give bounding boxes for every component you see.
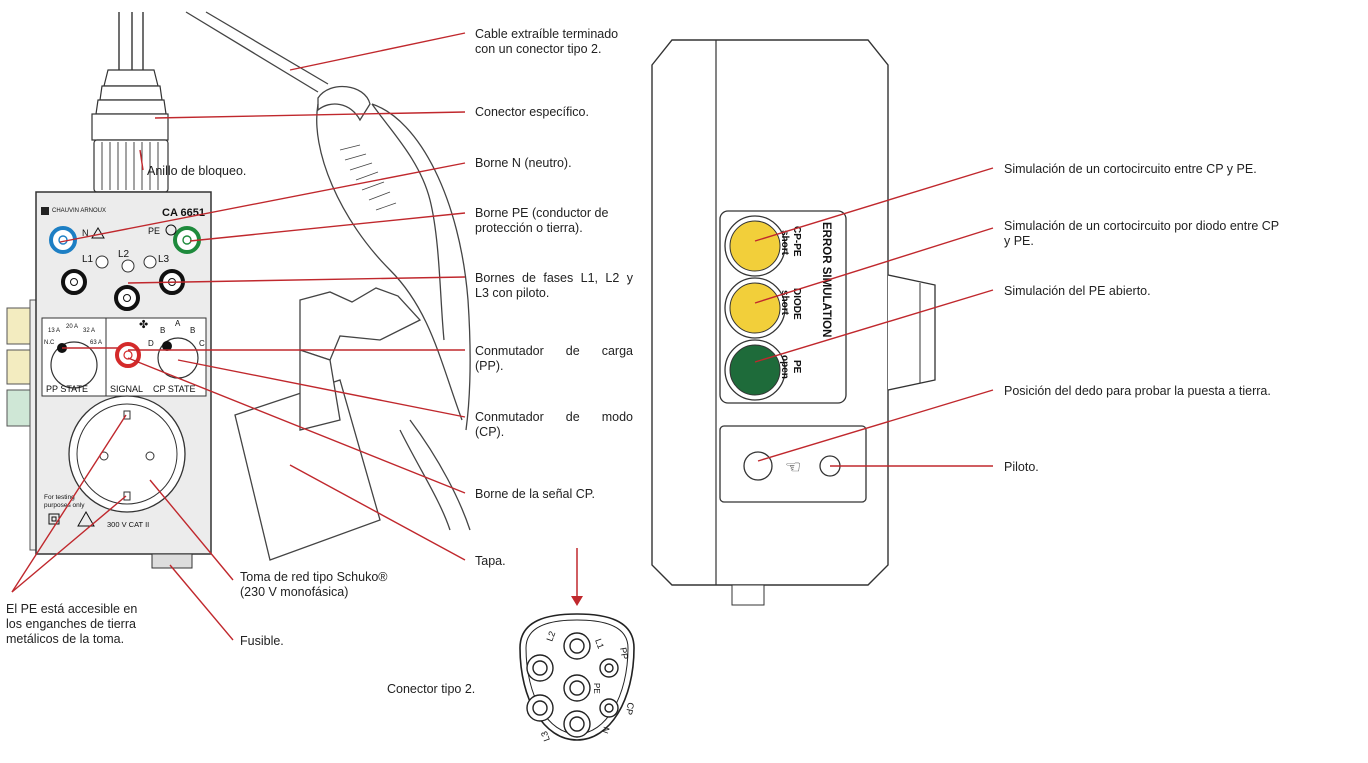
testing-note-line2: purposes only xyxy=(44,502,85,509)
fuse-holder xyxy=(151,553,193,569)
down-arrow-icon xyxy=(571,596,583,606)
label-specific-connector: Conector específico. xyxy=(475,105,589,119)
side-fuse-holder xyxy=(731,584,765,606)
pointing-finger-icon: ☜ xyxy=(785,457,801,477)
side-clips xyxy=(6,299,39,551)
pilot-light-l1 xyxy=(95,255,109,269)
leader-lines xyxy=(11,32,994,641)
cp-scale-a: A xyxy=(175,319,181,328)
pp-state-switch[interactable] xyxy=(50,341,98,389)
cp-switch-marker xyxy=(162,341,172,351)
pp-scale-13a: 13 A xyxy=(48,328,60,334)
cp-pe-short-button[interactable] xyxy=(729,220,781,272)
label-sim-pe-open: Simulación del PE abierto. xyxy=(1004,284,1151,298)
finger-contact-panel xyxy=(719,425,867,503)
signal-label: SIGNAL xyxy=(110,384,143,394)
pin-label-l3: L3 xyxy=(539,730,552,743)
label-schuko: Toma de red tipo Schuko®(230 V monofásic… xyxy=(240,570,388,599)
pin-label-cp: CP xyxy=(624,702,636,716)
label-terminal-n: Borne N (neutro). xyxy=(475,156,572,170)
brand-name: CHAUVIN ARNOUX xyxy=(52,208,106,214)
pe-open-label-1: PE xyxy=(791,360,802,374)
pin-label-pp: PP xyxy=(618,647,630,661)
cp-scale-c: C xyxy=(199,339,205,348)
terminal-n-label: N xyxy=(82,228,89,238)
cable-coiled xyxy=(185,11,471,531)
pin-label-pe: PE xyxy=(592,683,601,694)
label-pilot: Piloto. xyxy=(1004,460,1039,474)
phase-label-l3: L3 xyxy=(158,254,170,265)
label-type2-connector: Conector tipo 2. xyxy=(387,682,476,696)
pe-open-label-2: open xyxy=(779,355,790,379)
pp-scale-nc: N.C xyxy=(44,340,55,346)
testing-note-line1: For testing xyxy=(44,494,75,501)
terminal-pe-label: PE xyxy=(148,226,160,236)
pp-scale-63a: 63 A xyxy=(90,340,102,346)
terminal-l1[interactable] xyxy=(61,269,87,295)
schuko-socket[interactable] xyxy=(68,395,186,513)
pilot-light-l2 xyxy=(121,259,135,273)
warning-icon-bottom xyxy=(77,510,95,527)
earth-clip-top xyxy=(123,410,131,420)
label-cover: Tapa. xyxy=(475,554,506,568)
diode-short-label-2: short xyxy=(779,290,790,316)
socket-hole-right xyxy=(145,451,155,461)
earth-clip-bottom xyxy=(123,491,131,501)
cp-pe-short-label-1: CP-PE xyxy=(791,226,802,257)
cp-signal-terminal[interactable] xyxy=(115,342,141,368)
type2-connector: L1 L2 L3 PP PE CP N xyxy=(519,613,636,743)
category-label: 300 V CAT II xyxy=(107,520,149,529)
cable-left xyxy=(118,12,144,70)
strain-relief xyxy=(91,69,169,141)
phase-label-l2: L2 xyxy=(118,249,130,260)
label-finger-position: Posición del dedo para probar la puesta … xyxy=(1004,384,1271,398)
pe-open-button[interactable] xyxy=(729,344,781,396)
cp-scale-b1: B xyxy=(160,326,165,335)
brand-logo-icon xyxy=(41,207,49,215)
cp-pe-short-label-2: short xyxy=(779,230,790,256)
label-mode-switch: Conmutador de modo(CP). xyxy=(475,410,633,439)
finger-contact-pad[interactable] xyxy=(743,451,773,481)
diode-short-label-1: DIODE xyxy=(791,288,802,320)
earth-icon xyxy=(165,224,177,236)
cp-scale-d: D xyxy=(148,339,154,348)
label-sim-diode: Simulación de un cortocircuito por diodo… xyxy=(1004,219,1280,248)
error-simulation-title: ERROR SIMULATION xyxy=(820,222,832,337)
pin-label-l2: L2 xyxy=(544,630,557,643)
diode-short-button[interactable] xyxy=(729,282,781,334)
phase-label-l1: L1 xyxy=(82,254,94,265)
side-latch xyxy=(887,274,936,391)
pin-label-l1: L1 xyxy=(593,637,606,650)
terminal-n[interactable] xyxy=(49,226,77,254)
pp-state-label: PP STATE xyxy=(46,384,88,394)
label-sim-cp-pe: Simulación de un cortocircuito entre CP … xyxy=(1004,162,1257,176)
cover-tapa xyxy=(234,287,422,561)
pp-scale-20a: 20 A xyxy=(66,324,78,330)
label-load-switch: Conmutador de carga(PP). xyxy=(475,344,633,373)
cp-state-label: CP STATE xyxy=(153,384,196,394)
pilot-light-l3 xyxy=(143,255,157,269)
label-fuse: Fusible. xyxy=(240,634,284,648)
pin-label-n: N xyxy=(600,725,612,735)
pp-scale-32a: 32 A xyxy=(83,328,95,334)
label-locking-ring: Anillo de bloqueo. xyxy=(147,164,247,178)
label-cp-terminal: Borne de la señal CP. xyxy=(475,487,595,501)
fan-icon: ✤ xyxy=(139,319,148,331)
cp-scale-b2: B xyxy=(190,326,195,335)
terminal-l2[interactable] xyxy=(114,285,140,311)
warning-icon xyxy=(91,227,105,239)
